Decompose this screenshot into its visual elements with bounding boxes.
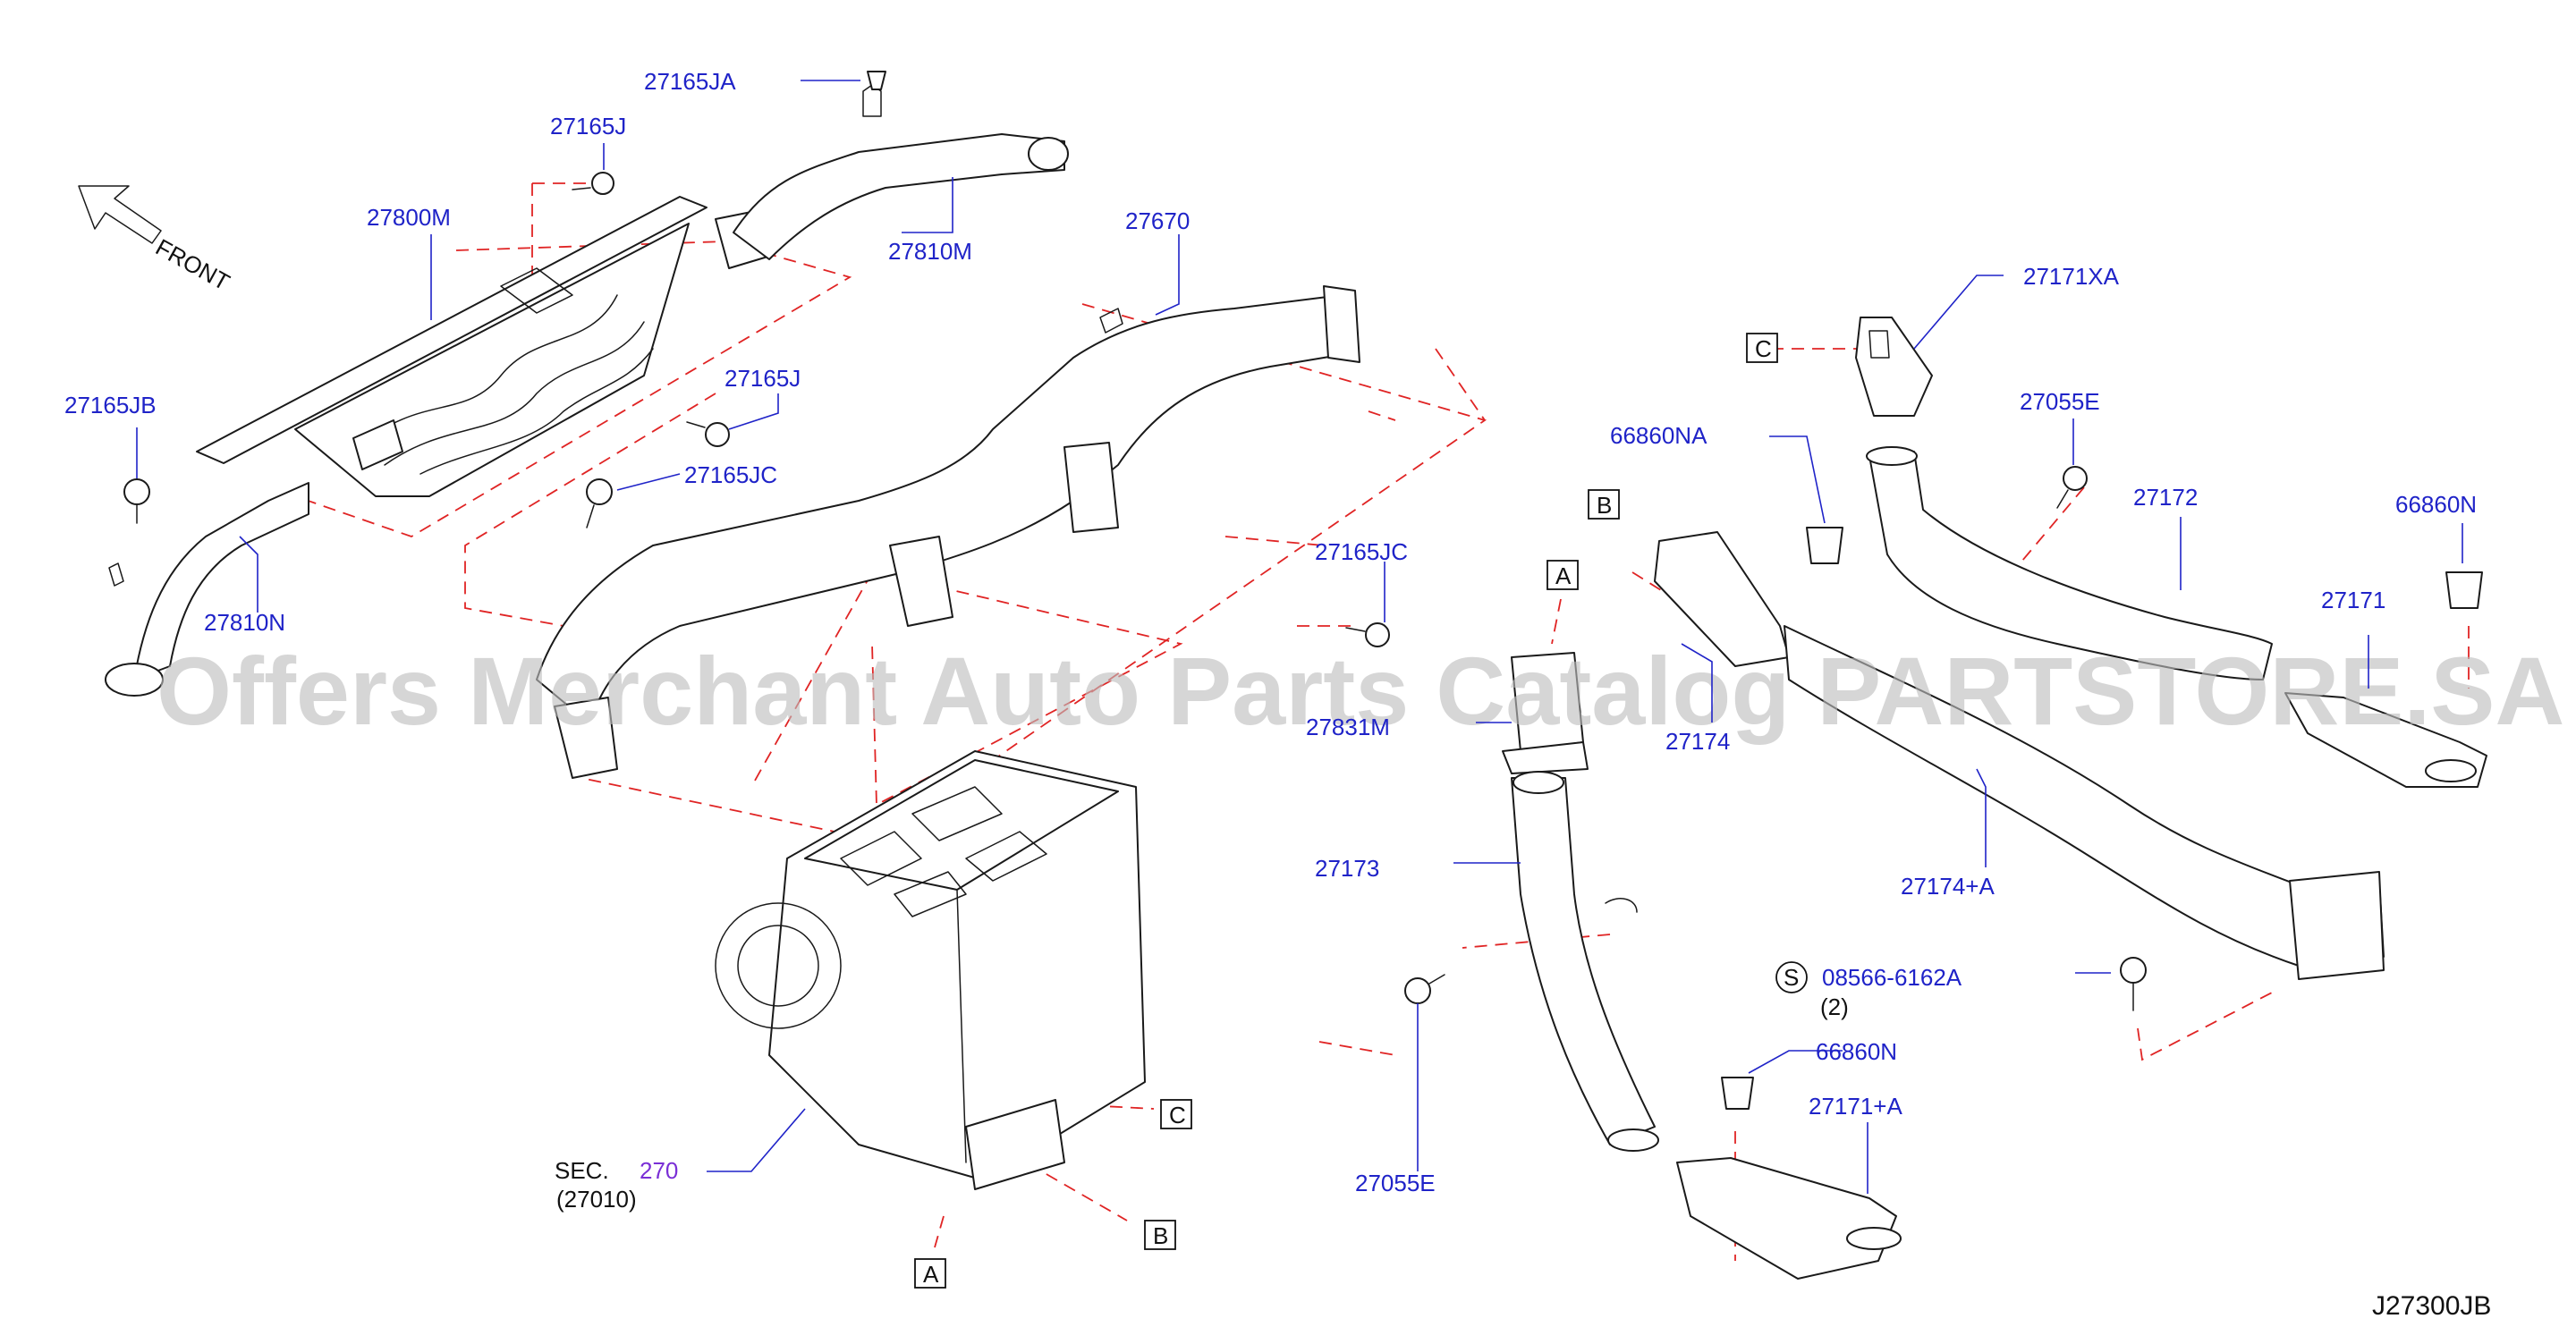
screw-icon-27165JC-left [586, 478, 613, 528]
screw-icon-27055E-left [1404, 974, 1445, 1004]
section-ref-prefix: SEC. [555, 1157, 609, 1184]
part-drawing-27810M [733, 84, 1069, 260]
symbol-s-circle: S [1775, 961, 1808, 993]
part-drawing-27171 [2284, 692, 2487, 788]
part-label-27174[interactable]: 27174 [1665, 728, 1730, 755]
part-label-27810M[interactable]: 27810M [888, 238, 972, 265]
part-label-66860N-bottom[interactable]: 66860N [1816, 1038, 1897, 1065]
part-drawing-27174 [1654, 531, 2385, 980]
part-drawing-27171XA [1855, 317, 1933, 417]
svg-text:B: B [1153, 1222, 1168, 1249]
svg-text:C: C [1169, 1102, 1186, 1128]
screw-icon-27165J-top [572, 172, 614, 195]
svg-text:B: B [1597, 492, 1612, 519]
screw-icon-27165JB [123, 478, 150, 524]
svg-text:S: S [1784, 964, 1799, 991]
section-ref-sub: (27010) [556, 1186, 637, 1213]
part-drawing-27810N [105, 482, 309, 697]
part-label-27165J-top[interactable]: 27165J [550, 113, 626, 139]
part-label-27670[interactable]: 27670 [1125, 207, 1190, 234]
connector-box-b-bottom[interactable]: B [1144, 1220, 1176, 1250]
screw-icon-27165JC-right [1345, 622, 1390, 647]
part-label-27174A[interactable]: 27174+A [1901, 873, 1995, 900]
section-ref-number[interactable]: 270 [640, 1157, 678, 1184]
part-label-27165JC-left[interactable]: 27165JC [684, 461, 777, 488]
clip-icon-66860N-right [2445, 571, 2483, 609]
part-label-27055E-right[interactable]: 27055E [2020, 388, 2100, 415]
connector-box-c-bottom[interactable]: C [1160, 1099, 1192, 1129]
part-label-27171A[interactable]: 27171+A [1809, 1093, 1902, 1120]
connector-box-c-left[interactable]: C [1746, 333, 1778, 363]
part-label-27165JA[interactable]: 27165JA [644, 68, 736, 95]
part-label-27165JB[interactable]: 27165JB [64, 392, 157, 418]
diagram-code: J27300JB [2372, 1291, 2491, 1321]
clip-icon-66860N-bottom [1721, 1077, 1754, 1110]
part-label-66860NA[interactable]: 66860NA [1610, 422, 1707, 449]
part-label-08566-qty: (2) [1820, 993, 1849, 1020]
leader-lines [136, 80, 2463, 1194]
part-drawing-27831M [1502, 652, 1589, 774]
bolt-icon-08566 [2120, 957, 2147, 1011]
part-label-27173[interactable]: 27173 [1315, 855, 1379, 882]
part-drawing-27171A [1676, 1157, 1902, 1280]
screw-icon-27055E-right [2056, 466, 2088, 509]
part-label-27172[interactable]: 27172 [2133, 484, 2198, 511]
screw-icon-27165J-mid [686, 421, 730, 447]
part-label-66860N-right[interactable]: 66860N [2395, 491, 2477, 518]
front-label: FRONT [151, 233, 234, 296]
part-label-27831M[interactable]: 27831M [1306, 714, 1390, 740]
part-label-27171XA[interactable]: 27171XA [2023, 263, 2120, 290]
connector-box-a-left[interactable]: A [1546, 560, 1579, 590]
part-drawing-27172 [1866, 446, 2273, 680]
part-drawing-heater-unit [715, 750, 1146, 1190]
part-drawing-27670 [536, 285, 1360, 779]
part-label-27810N[interactable]: 27810N [204, 609, 285, 636]
part-drawing-27173 [1511, 771, 1659, 1152]
svg-text:C: C [1755, 335, 1772, 362]
clip-icon-27165JA [867, 71, 886, 90]
part-label-27800M[interactable]: 27800M [367, 204, 451, 231]
part-label-08566-6162A[interactable]: 08566-6162A [1822, 964, 1962, 991]
watermark: Offers Merchant Auto Parts Catalog PARTS… [157, 637, 2564, 745]
part-drawing-27800M [196, 196, 775, 497]
front-arrow-icon [78, 185, 162, 244]
svg-text:A: A [923, 1261, 939, 1288]
part-label-27165JC-right[interactable]: 27165JC [1315, 538, 1408, 565]
connector-box-a-bottom[interactable]: A [914, 1258, 946, 1289]
part-label-27171[interactable]: 27171 [2321, 587, 2385, 613]
part-label-27165J-mid[interactable]: 27165J [724, 365, 801, 392]
connector-box-b-left[interactable]: B [1588, 489, 1620, 520]
fastener-icons [123, 71, 2483, 1110]
svg-text:A: A [1555, 562, 1572, 589]
clip-icon-66860NA [1806, 527, 1843, 564]
part-label-27055E-left[interactable]: 27055E [1355, 1170, 1436, 1196]
